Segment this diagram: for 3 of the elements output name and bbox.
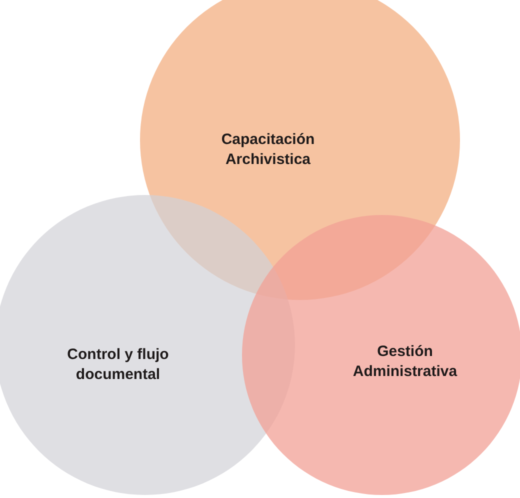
circle-label: Capacitación Archivistica — [220, 130, 316, 170]
circle-label: Control y flujo documental — [66, 345, 170, 385]
circle-label: Gestión Administrativa — [352, 342, 458, 382]
